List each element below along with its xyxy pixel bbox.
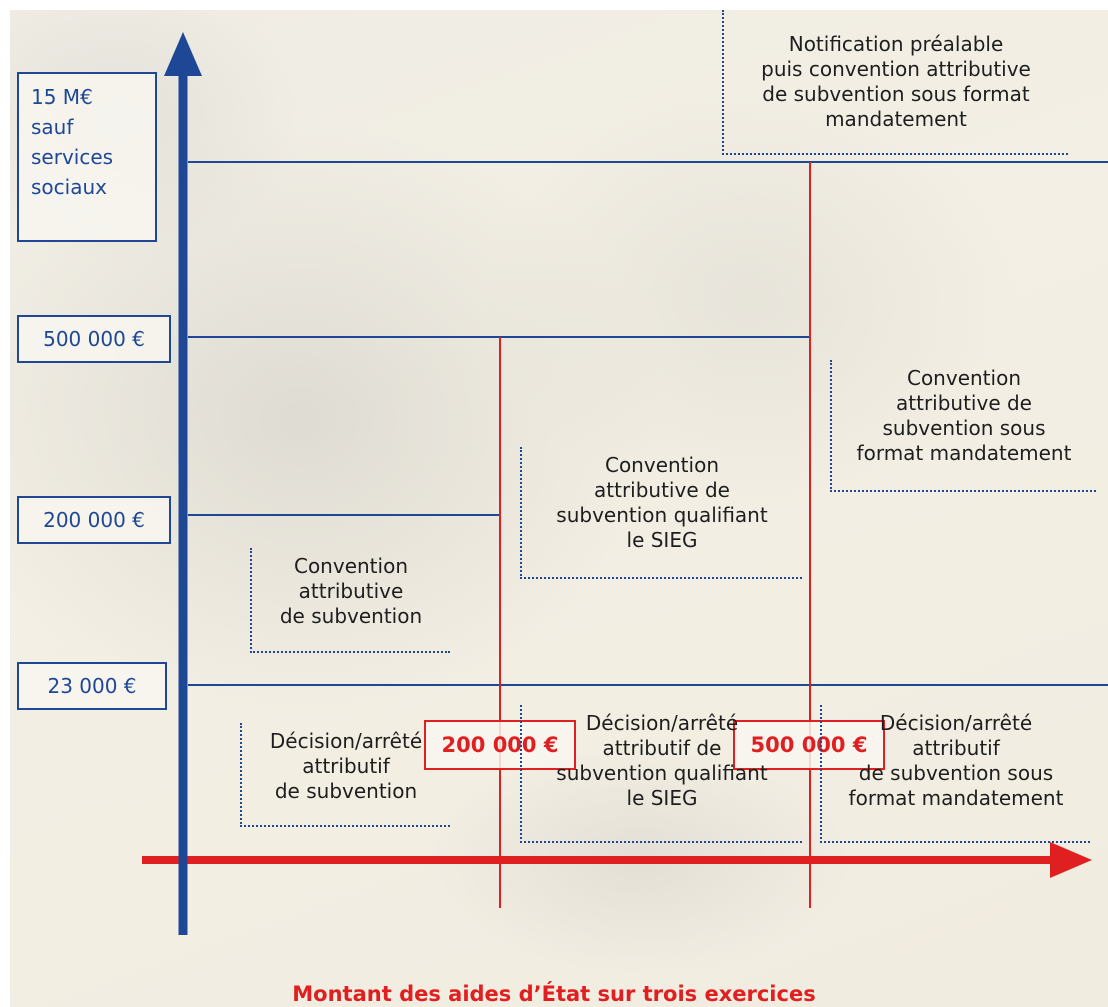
cell-notification-prealable: Notification préalable puis convention a… (722, 10, 1068, 155)
y-threshold-200000-label: 200 000 € (43, 508, 145, 532)
y-threshold-15m-line1: 15 M€ (31, 85, 93, 109)
cell-convention-simple-line2: attributive (298, 579, 404, 603)
cell-decision-mandatement-line3: de subvention sous (858, 761, 1054, 785)
x-threshold-200000-label: 200 000 € (441, 733, 559, 757)
y-threshold-15m-line2: sauf (31, 115, 74, 139)
y-threshold-23000-label: 23 000 € (47, 674, 137, 698)
cell-convention-sieg-line2: attributive de (594, 478, 730, 502)
x-axis-label: Montant des aides d’État sur trois exerc… (292, 982, 816, 1006)
x-threshold-200000: 200 000 € (424, 720, 576, 770)
x-threshold-500000: 500 000 € (733, 720, 885, 770)
cell-decision-mandatement: Décision/arrêté attributif de subvention… (820, 705, 1090, 843)
y-threshold-23000: 23 000 € (17, 662, 167, 710)
cell-decision-sieg-line2: attributif de (602, 736, 722, 760)
y-threshold-200000: 200 000 € (17, 496, 171, 544)
y-threshold-15m-line3: services (31, 145, 114, 169)
cell-notification-line2: puis convention attributive (761, 57, 1031, 81)
cell-decision-mandatement-line4: format mandatement (848, 786, 1064, 810)
cell-convention-mandatement-line3: subvention sous (882, 416, 1046, 440)
cell-notification-line3: de subvention sous format (762, 82, 1030, 106)
cell-decision-mandatement-line1: Décision/arrêté (879, 711, 1033, 735)
y-threshold-500000: 500 000 € (17, 315, 171, 363)
cell-decision-simple-line3: de subvention (274, 779, 418, 803)
cell-decision-simple: Décision/arrêté attributif de subvention (240, 723, 450, 827)
cell-convention-sieg-line3: subvention qualifiant (556, 503, 768, 527)
cell-notification-line1: Notification préalable (788, 32, 1004, 56)
cell-notification-line4: mandatement (825, 107, 967, 131)
cell-convention-simple-line1: Convention (293, 554, 408, 578)
cell-decision-mandatement-line2: attributif (912, 736, 1000, 760)
cell-convention-sieg-line1: Convention (604, 453, 719, 477)
cell-convention-mandatement-line2: attributive de (896, 391, 1032, 415)
cell-decision-sieg: Décision/arrêté attributif de subvention… (520, 705, 802, 843)
cell-decision-simple-line1: Décision/arrêté (269, 729, 423, 753)
cell-convention-sieg: Convention attributive de subvention qua… (520, 447, 802, 579)
cell-decision-sieg-line3: subvention qualifiant (556, 761, 768, 785)
y-threshold-15m-line4: sociaux (31, 175, 107, 199)
y-threshold-500000-label: 500 000 € (43, 327, 145, 351)
cell-convention-mandatement-line4: format mandatement (856, 441, 1072, 465)
y-axis-arrowhead (164, 32, 202, 76)
cell-convention-simple-line3: de subvention (279, 604, 423, 628)
cell-convention-mandatement-line1: Convention (906, 366, 1021, 390)
cell-convention-simple: Convention attributive de subvention (250, 548, 450, 653)
left-margin (0, 0, 10, 1007)
cell-decision-sieg-line4: le SIEG (626, 786, 698, 810)
cell-decision-sieg-line1: Décision/arrêté (585, 711, 739, 735)
y-threshold-15m: 15 M€ sauf services sociaux (17, 72, 157, 242)
cell-convention-sieg-line4: le SIEG (626, 528, 698, 552)
x-axis-arrowhead (1050, 842, 1092, 878)
cell-convention-mandatement: Convention attributive de subvention sou… (830, 360, 1096, 492)
top-margin (0, 0, 1108, 10)
cell-decision-simple-line2: attributif (302, 754, 390, 778)
x-threshold-500000-label: 500 000 € (750, 733, 868, 757)
